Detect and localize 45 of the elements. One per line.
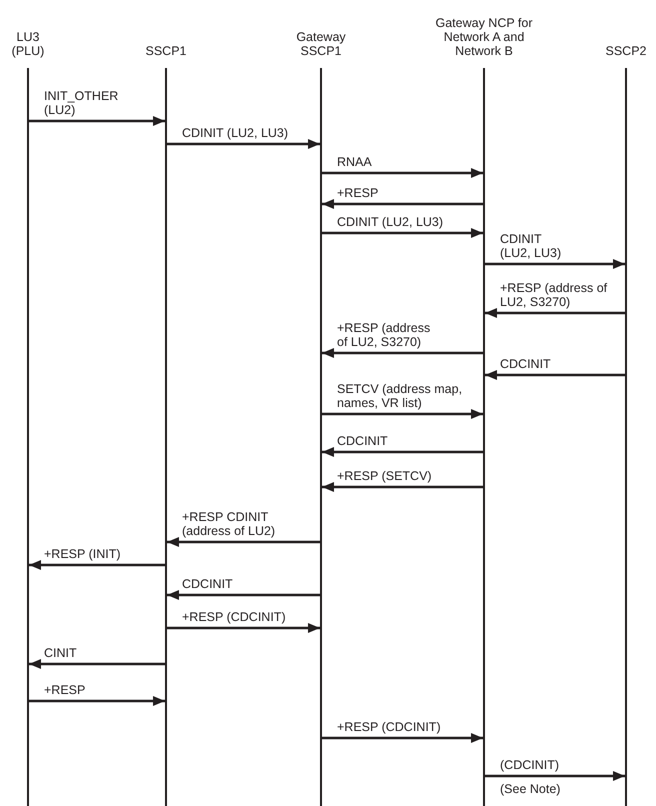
message-label: +RESP (address of LU2, S3270) [500, 281, 608, 309]
participant-label: Gateway SSCP1 [295, 30, 347, 58]
message-arrow [485, 771, 625, 781]
participant-label: Gateway NCP for Network A and Network B [434, 16, 534, 58]
message-arrow [322, 199, 483, 209]
note-reference: (See Note) [500, 782, 560, 796]
message-arrow [29, 659, 165, 669]
message-label: CDINIT (LU2, LU3) [500, 232, 562, 260]
message-arrow [485, 370, 625, 380]
message-label: +RESP (INIT) [44, 547, 122, 561]
message-label: (CDCINIT) [500, 758, 560, 772]
message-label: CDCINIT [337, 434, 389, 448]
message-arrow [167, 139, 320, 149]
message-label: CINIT [44, 646, 78, 660]
message-label: CDCINIT [182, 577, 234, 591]
message-label: +RESP [337, 186, 380, 200]
participant-label: LU3 (PLU) [10, 30, 46, 58]
message-arrow [322, 348, 483, 358]
message-arrow [322, 168, 483, 178]
message-label: CDINIT (LU2, LU3) [337, 215, 444, 229]
message-arrow [167, 537, 320, 547]
message-arrow [29, 116, 165, 126]
message-label: +RESP CDINIT (address of LU2) [182, 510, 276, 538]
message-label: CDCINIT [500, 357, 552, 371]
message-arrow [167, 590, 320, 600]
message-arrow [322, 228, 483, 238]
message-label: +RESP [44, 683, 86, 697]
message-label: +RESP (SETCV) [337, 469, 433, 483]
participant-label: SSCP1 [144, 44, 188, 58]
message-label: CDINIT (LU2, LU3) [182, 126, 290, 140]
message-arrow [29, 696, 165, 706]
participant-label: SSCP2 [604, 44, 648, 58]
message-label: SETCV (address map, names, VR list) [337, 382, 464, 410]
message-label: RNAA [337, 155, 373, 169]
message-arrow [167, 623, 320, 633]
message-arrow [485, 308, 625, 318]
message-arrow [29, 560, 165, 570]
message-arrow [322, 409, 483, 419]
message-arrow [322, 447, 483, 457]
message-arrow [322, 733, 483, 743]
message-label: +RESP (address of LU2, S3270) [337, 321, 432, 349]
message-label: +RESP (CDCINIT) [182, 610, 287, 624]
message-arrow [322, 482, 483, 492]
message-arrow [485, 259, 625, 269]
message-label: +RESP (CDCINIT) [337, 720, 442, 734]
